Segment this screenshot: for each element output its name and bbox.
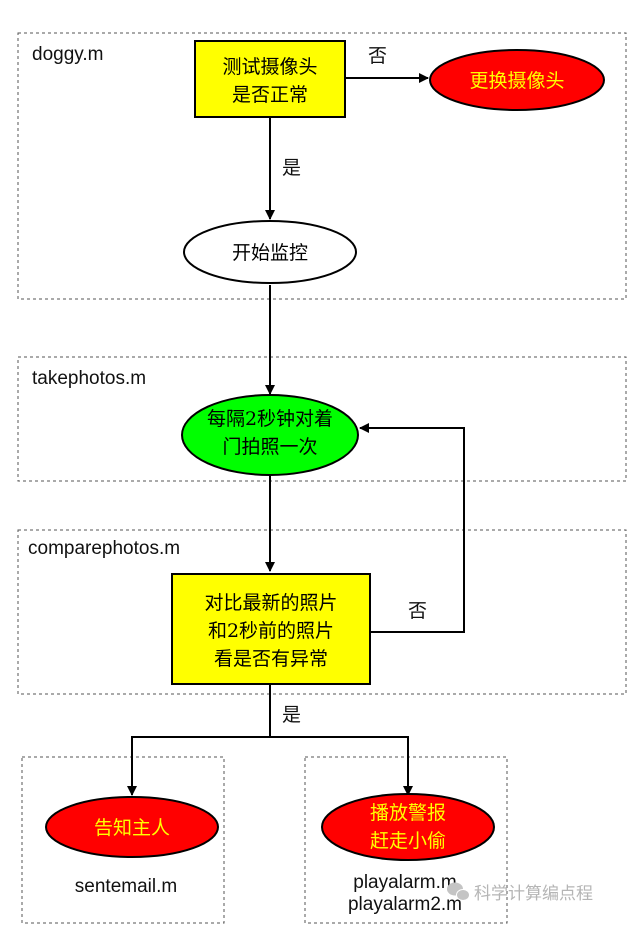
- playalarm2-module-label: playalarm2.m: [348, 894, 462, 915]
- wechat-icon: [447, 882, 470, 901]
- watermark: 科学计算编点程: [447, 882, 593, 904]
- node-notify-owner: 告知主人: [45, 796, 219, 858]
- node-start-monitor-text: 开始监控: [232, 242, 308, 264]
- edge-to-notify: [127, 736, 270, 796]
- comparephotos-module-box: [17, 529, 627, 695]
- node-take-photo-shape: [181, 394, 359, 476]
- node-alarm: 播放警报 赶走小偷: [321, 793, 495, 861]
- node-alarm-line-2: 赶走小偷: [370, 830, 446, 852]
- comparephotos-module-label: comparephotos.m: [28, 538, 180, 559]
- node-notify-owner-text: 告知主人: [94, 817, 170, 839]
- node-take-photo: 每隔2秒钟对着 门拍照一次: [181, 394, 359, 476]
- edge-to-alarm: [270, 736, 413, 796]
- node-compare-line-2: 和2秒前的照片: [208, 620, 334, 642]
- doggy-module-label: doggy.m: [32, 44, 103, 65]
- node-start-monitor: 开始监控: [183, 220, 357, 284]
- node-compare-line-3: 看是否有异常: [214, 648, 328, 670]
- takephotos-module-label: takephotos.m: [32, 368, 146, 389]
- sentemail-module-box: [21, 756, 225, 924]
- node-notify-owner-shape: [45, 796, 219, 858]
- edge-label-compare-no: 否: [408, 600, 427, 622]
- node-test-camera-line-1: 测试摄像头: [222, 56, 317, 78]
- node-test-camera: 测试摄像头 是否正常: [194, 40, 346, 118]
- node-alarm-shape: [321, 793, 495, 861]
- node-replace-camera-text: 更换摄像头: [469, 70, 564, 92]
- node-test-camera-shape: [194, 40, 346, 118]
- edge-label-compare-yes: 是: [282, 704, 301, 726]
- edge-compare-loop-back: [359, 423, 465, 633]
- node-replace-camera-shape: [429, 49, 605, 111]
- node-start-monitor-shape: [183, 220, 357, 284]
- node-alarm-line-1: 播放警报: [370, 802, 446, 824]
- node-compare: 对比最新的照片 和2秒前的照片 看是否有异常: [171, 573, 371, 685]
- edge-label-camera-no: 否: [368, 45, 387, 67]
- node-compare-shape: [171, 573, 371, 685]
- watermark-text: 科学计算编点程: [474, 884, 593, 904]
- doggy-module-box: [17, 32, 627, 300]
- sentemail-module-label: sentemail.m: [75, 876, 177, 897]
- node-test-camera-line-2: 是否正常: [232, 84, 308, 106]
- node-take-photo-line-1: 每隔2秒钟对着: [207, 408, 333, 430]
- node-compare-line-1: 对比最新的照片: [204, 592, 337, 614]
- playalarm-module-box: [304, 756, 508, 924]
- node-replace-camera: 更换摄像头: [429, 49, 605, 111]
- playalarm-module-label: playalarm.m: [353, 872, 456, 893]
- node-take-photo-line-2: 门拍照一次: [222, 436, 317, 458]
- edge-label-camera-yes: 是: [282, 157, 301, 179]
